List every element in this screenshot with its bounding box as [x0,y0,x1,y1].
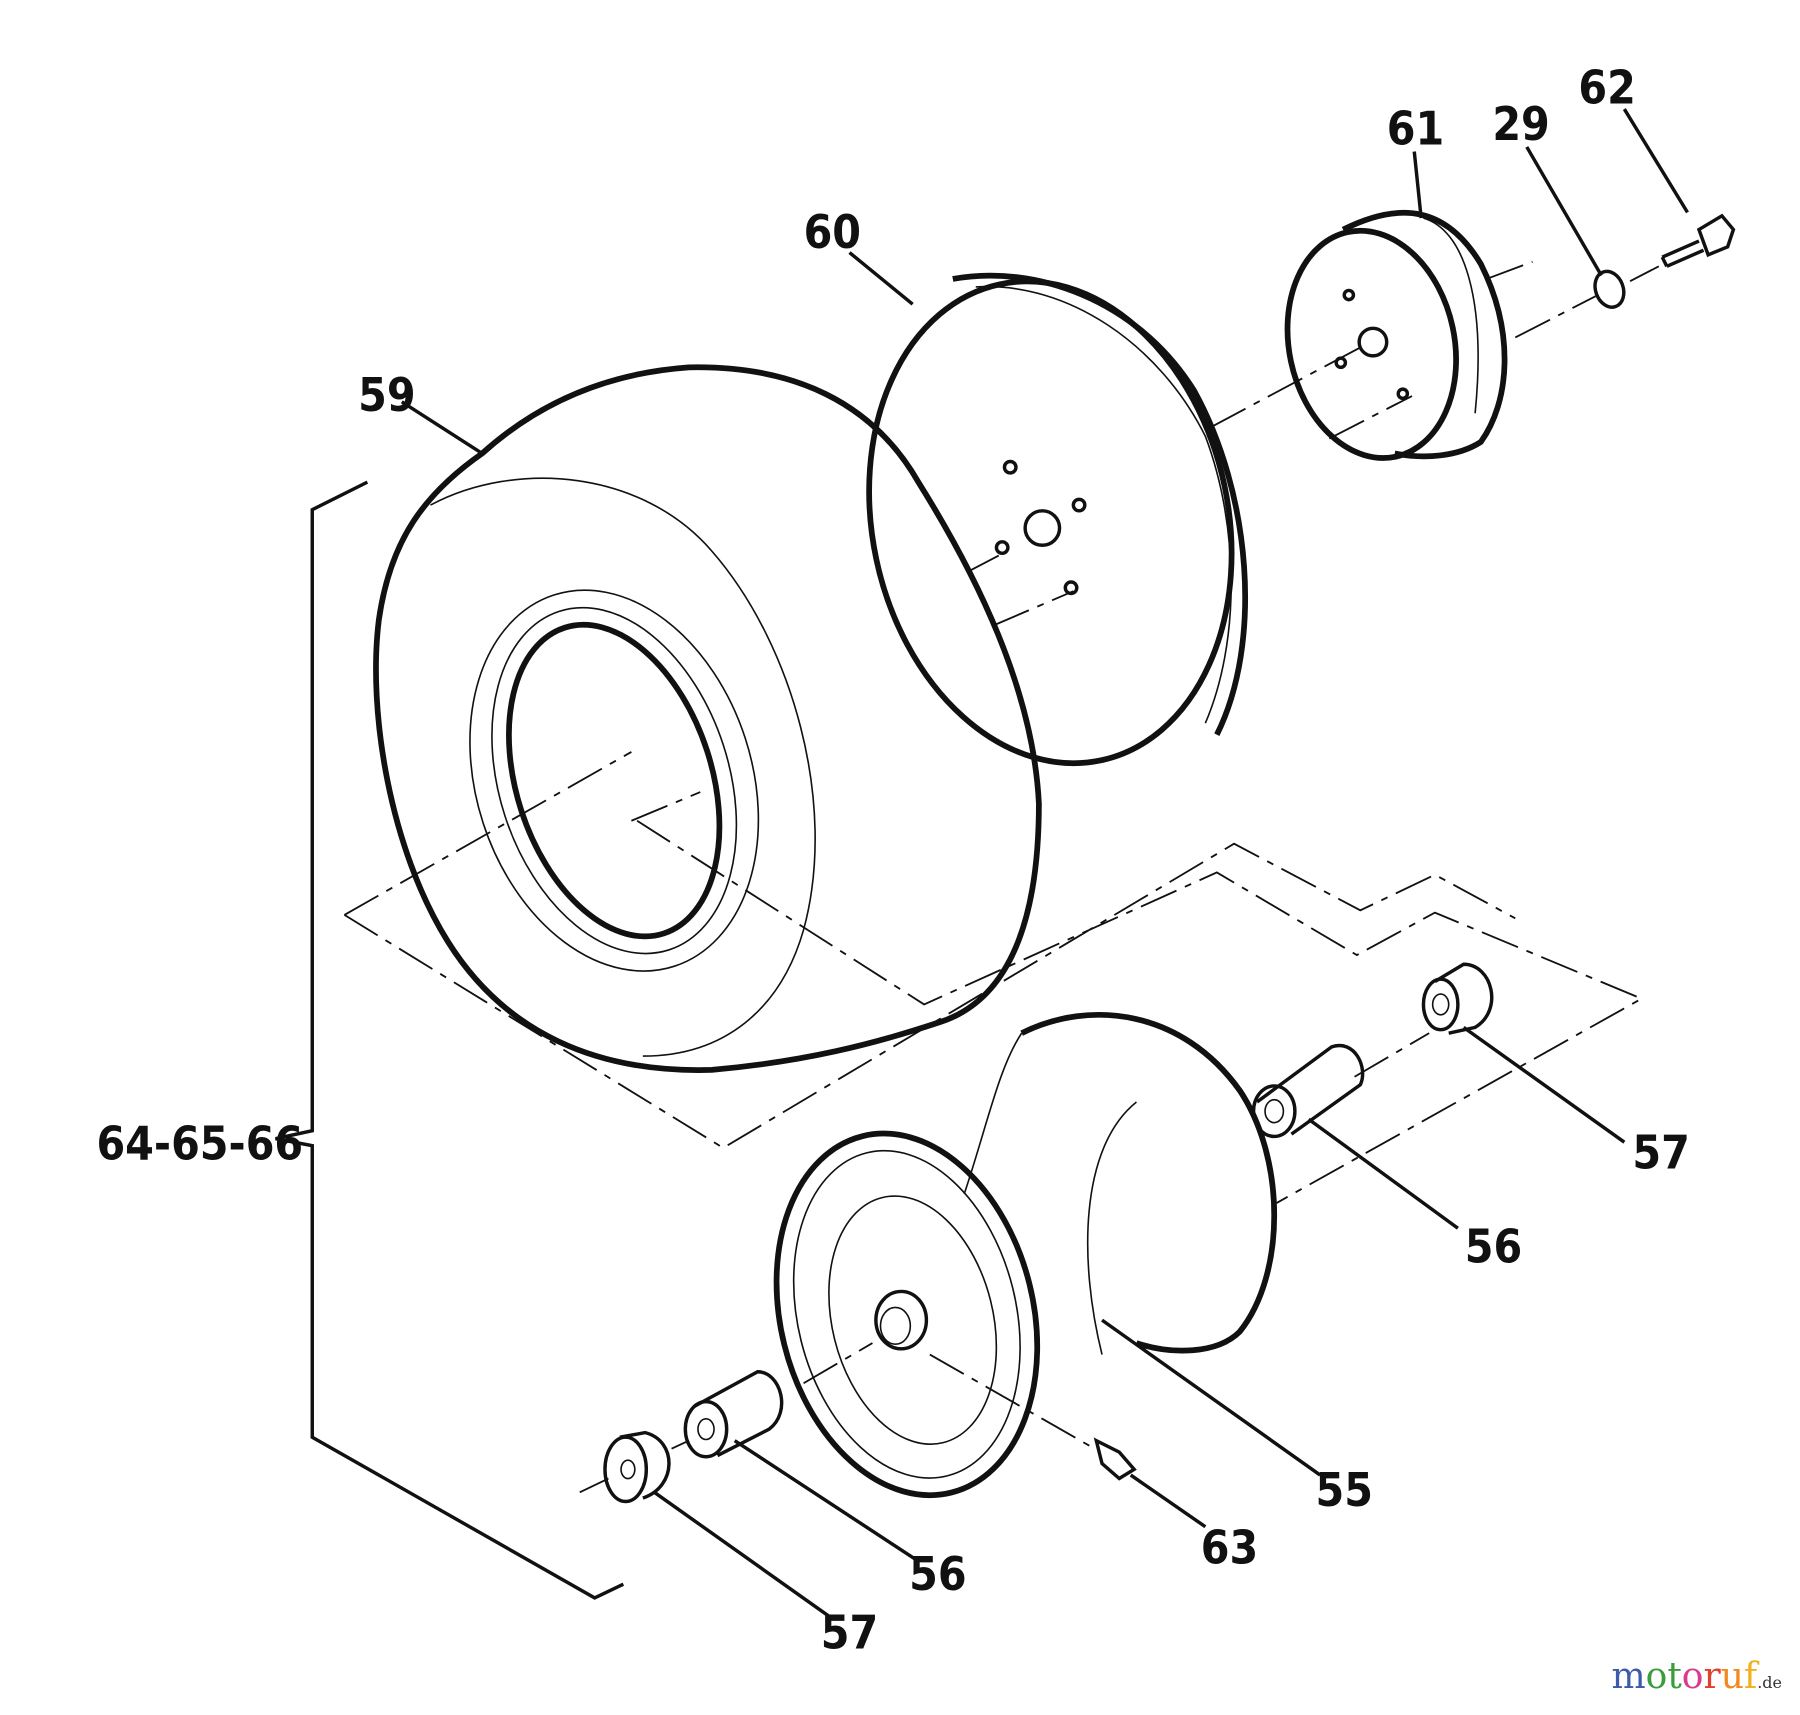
callout-59: 59 [358,368,415,422]
callout-62: 62 [1578,60,1635,114]
callout-56-right: 56 [1465,1220,1522,1274]
callout-56-left: 56 [909,1547,966,1601]
assembly-bracket [275,480,625,1600]
tire-59 [373,364,1042,1073]
hub-61 [1284,209,1508,461]
watermark-logo: motoruf.de [1611,1656,1782,1697]
rim-half-60 [866,272,1248,767]
callout-60: 60 [804,205,861,259]
lock-washer-29 [1593,269,1626,309]
bushing-57-right [1421,962,1494,1035]
wheel-rim-55 [773,1011,1277,1499]
callout-64-65-66: 64-65-66 [96,1116,303,1170]
grease-fitting-63 [1093,1437,1137,1481]
bushing-57-left [603,1430,671,1504]
leader-lines [400,108,1689,1620]
callout-55: 55 [1316,1463,1373,1517]
callout-57-left: 57 [821,1605,878,1659]
callout-63: 63 [1201,1520,1258,1574]
bearing-56-right [1251,1043,1365,1139]
callout-57-right: 57 [1632,1126,1689,1180]
callout-29: 29 [1492,97,1549,151]
bolt-62 [1660,213,1736,268]
callout-61: 61 [1387,102,1444,156]
bearing-56-left [683,1370,784,1459]
